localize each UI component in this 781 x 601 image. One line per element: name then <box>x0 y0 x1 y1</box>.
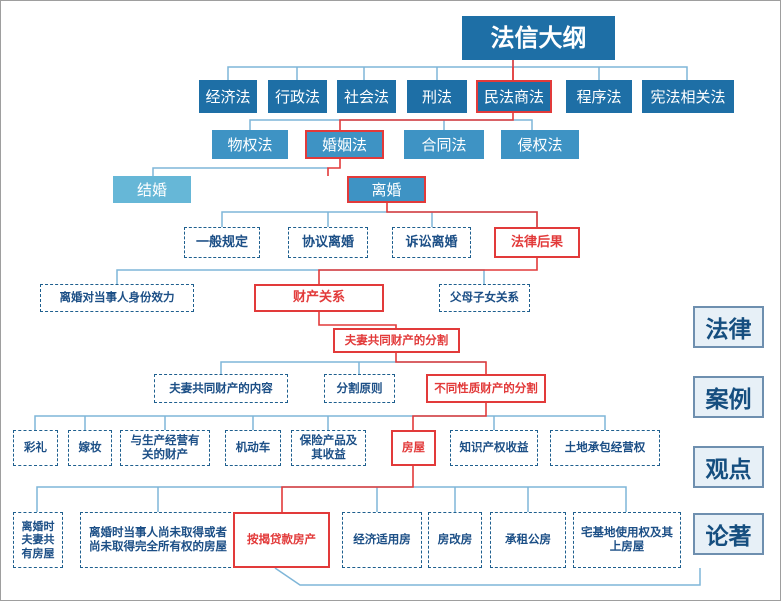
node-zhishichanquan: 知识产权收益 <box>450 430 538 466</box>
node-xingzhengfa: 行政法 <box>268 80 327 113</box>
node-xianfaxiangguanfa: 宪法相关法 <box>642 80 734 113</box>
node-lihunshenfen: 离婚对当事人身份效力 <box>40 284 194 312</box>
node-fumuzinv: 父母子女关系 <box>439 284 530 312</box>
node-qinquanfa: 侵权法 <box>501 130 579 159</box>
node-shehuifa: 社会法 <box>337 80 396 113</box>
node-jingjifa: 经济法 <box>199 80 257 113</box>
node-hetongfa: 合同法 <box>404 130 484 159</box>
node-anjiedaikuan: 按揭贷款房产 <box>233 512 330 568</box>
node-lihun: 离婚 <box>347 176 426 203</box>
side-label-anli: 案例 <box>693 376 764 418</box>
node-fengeyuanze: 分割原则 <box>324 374 395 403</box>
node-yibanguiding: 一般规定 <box>184 227 260 258</box>
node-fangwu: 房屋 <box>391 430 436 466</box>
node-caichanguanxi: 财产关系 <box>254 284 384 312</box>
node-susonglihun: 诉讼离婚 <box>392 227 471 258</box>
node-chengzugongfang: 承租公房 <box>490 512 566 568</box>
node-xingfa: 刑法 <box>407 80 467 113</box>
node-xieyilihun: 协议离婚 <box>288 227 368 258</box>
node-minfashangfa: 民法商法 <box>476 80 552 113</box>
node-hunyinfa: 婚姻法 <box>305 130 384 159</box>
node-zhaijidi: 宅基地使用权及其上房屋 <box>573 512 681 568</box>
node-fanggaifang: 房改房 <box>428 512 482 568</box>
node-wuquanfa: 物权法 <box>212 130 288 159</box>
node-falvhouguo: 法律后果 <box>494 227 580 258</box>
node-caili: 彩礼 <box>13 430 58 466</box>
node-jiazhuang: 嫁妆 <box>68 430 112 466</box>
node-jiehun: 结婚 <box>113 176 191 203</box>
side-label-falv: 法律 <box>693 306 764 348</box>
node-butongxingzhicaichan: 不同性质财产的分割 <box>426 374 546 403</box>
node-jidongche: 机动车 <box>225 430 281 466</box>
node-tudichengbao: 土地承包经营权 <box>550 430 660 466</box>
side-label-lunzhu: 论著 <box>693 513 764 555</box>
title-node: 法信大纲 <box>462 16 615 60</box>
node-gongtongcaichanneirong: 夫妻共同财产的内容 <box>154 374 288 403</box>
node-fuqigongyoufangwu: 离婚时夫妻共有房屋 <box>13 512 63 568</box>
node-shangweiqude: 离婚时当事人尚未取得或者尚未取得完全所有权的房屋 <box>80 512 236 568</box>
node-baoxianchanpin: 保险产品及其收益 <box>291 430 366 466</box>
node-jingjishiyongfang: 经济适用房 <box>342 512 422 568</box>
node-fuqigongtongcaichanfenge: 夫妻共同财产的分割 <box>333 328 460 353</box>
node-shengchanjingying: 与生产经营有关的财产 <box>120 430 210 466</box>
side-label-guandian: 观点 <box>693 446 764 488</box>
node-chengxufa: 程序法 <box>566 80 632 113</box>
